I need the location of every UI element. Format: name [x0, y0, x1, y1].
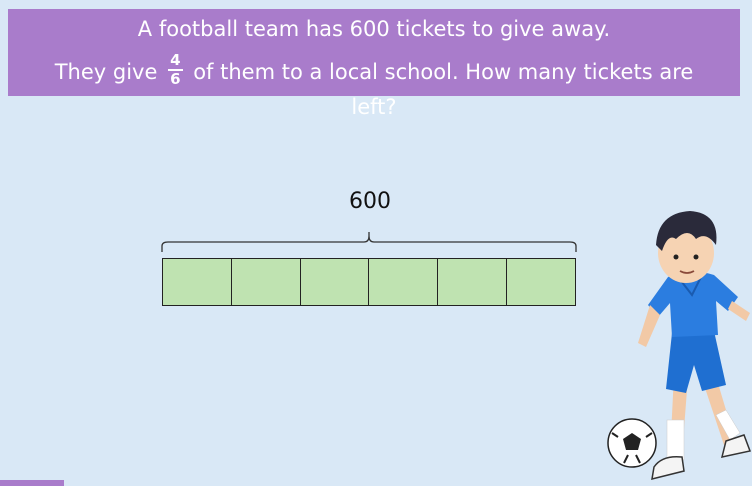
question-line-3: left? [351, 95, 397, 119]
football-player-illustration [607, 211, 752, 481]
fraction: 4 6 [168, 51, 183, 88]
bar-model [162, 258, 576, 306]
bar-brace [161, 232, 577, 252]
corner-strip [0, 480, 64, 486]
bar-part [300, 259, 370, 305]
bar-part [507, 259, 575, 305]
bar-part [438, 259, 508, 305]
bar-part [163, 259, 232, 305]
question-line-2: They give 4 6 of them to a local school.… [8, 51, 740, 90]
fraction-numerator: 4 [168, 51, 183, 71]
bar-total-label: 600 [349, 189, 391, 214]
question-line-2-start: They give [54, 60, 158, 84]
bar-part [231, 259, 301, 305]
bar-part [369, 259, 439, 305]
question-line-2-end: of them to a local school. How many tick… [193, 60, 694, 84]
question-line-1: A football team has 600 tickets to give … [137, 17, 611, 41]
fraction-denominator: 6 [170, 70, 181, 88]
question-banner [8, 9, 740, 96]
